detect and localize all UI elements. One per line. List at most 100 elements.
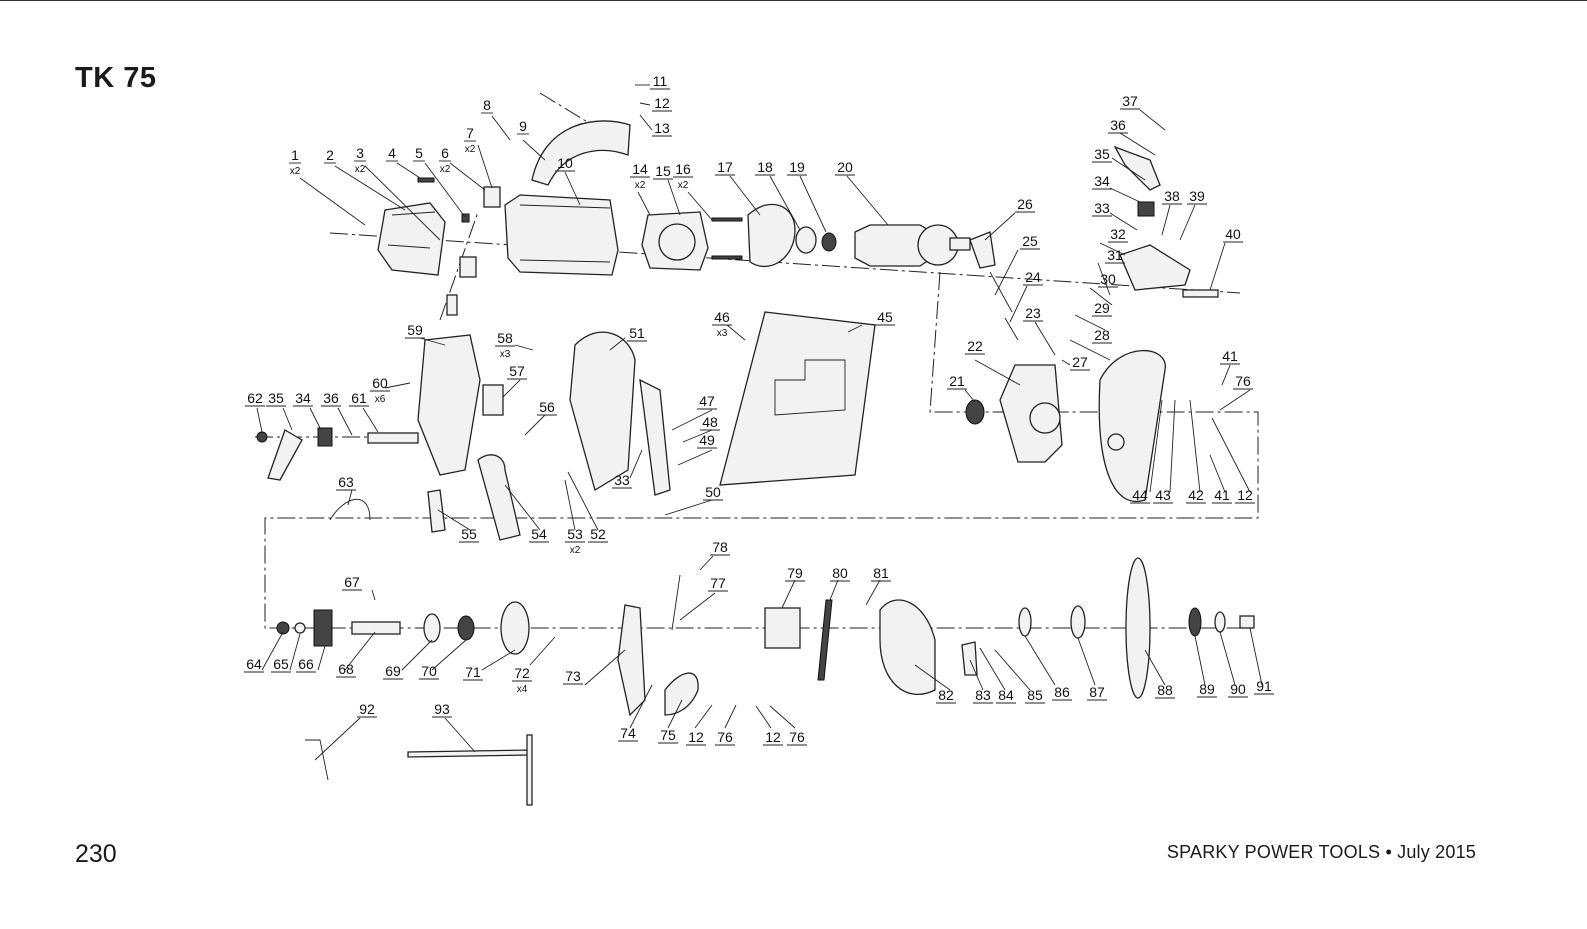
part-quantity-label: x2 <box>678 180 689 191</box>
part-number-label: 93 <box>434 701 450 717</box>
part-number-label: 56 <box>539 399 555 415</box>
part-number-label: 24 <box>1025 269 1041 285</box>
part-number-label: 73 <box>565 668 581 684</box>
part-number-label: 71 <box>465 664 481 680</box>
part-number-label: 16 <box>675 161 691 177</box>
part-number-label: 4 <box>388 145 396 161</box>
top-rule <box>0 0 1587 1</box>
part-number-label: 25 <box>1022 233 1038 249</box>
part-number-label: 22 <box>967 338 983 354</box>
part-number-label: 41 <box>1214 487 1230 503</box>
part-number-label: 34 <box>295 390 311 406</box>
part-number-label: 62 <box>247 390 263 406</box>
footer-brand: SPARKY POWER TOOLS • July 2015 <box>1166 842 1476 862</box>
part-number-label: 66 <box>298 656 314 672</box>
part-number-label: 64 <box>246 656 262 672</box>
part-number-label: 42 <box>1188 487 1204 503</box>
part-number-label: 76 <box>1235 373 1251 389</box>
part-number-label: 44 <box>1132 487 1148 503</box>
part-number-label: 81 <box>873 565 889 581</box>
part-number-label: 76 <box>717 729 733 745</box>
part-number-label: 63 <box>338 474 354 490</box>
part-number-label: 39 <box>1189 188 1205 204</box>
part-number-label: 35 <box>1094 146 1110 162</box>
part-number-label: 38 <box>1164 188 1180 204</box>
part-number-label: 86 <box>1054 684 1070 700</box>
part-number-label: 46 <box>714 309 730 325</box>
part-number-label: 14 <box>632 161 648 177</box>
part-number-label: 8 <box>483 97 491 113</box>
part-quantity-label: x2 <box>635 180 646 191</box>
part-number-label: 32 <box>1110 226 1126 242</box>
part-number-label: 29 <box>1094 300 1110 316</box>
part-number-label: 6 <box>441 145 449 161</box>
part-number-label: 75 <box>660 727 676 743</box>
part-number-label: 76 <box>789 729 805 745</box>
part-number-label: 36 <box>1110 117 1126 133</box>
part-number-label: 3 <box>356 145 364 161</box>
part-number-label: 87 <box>1089 684 1105 700</box>
part-number-label: 57 <box>509 363 525 379</box>
part-number-label: 23 <box>1025 305 1041 321</box>
part-number-label: 30 <box>1100 271 1116 287</box>
part-number-label: 5 <box>415 145 423 161</box>
part-number-label: 7 <box>466 125 474 141</box>
part-number-label: 12 <box>765 729 781 745</box>
part-number-label: 1 <box>291 147 299 163</box>
part-quantity-label: x2 <box>465 144 476 155</box>
part-number-label: 54 <box>531 526 547 542</box>
part-number-label: 61 <box>351 390 367 406</box>
part-number-label: 72 <box>514 665 530 681</box>
part-number-label: 12 <box>654 95 670 111</box>
part-number-label: 11 <box>653 73 668 89</box>
part-quantity-label: x2 <box>570 545 581 556</box>
part-number-label: 2 <box>326 147 334 163</box>
part-number-label: 51 <box>629 325 645 341</box>
part-number-label: 34 <box>1094 173 1110 189</box>
part-number-label: 40 <box>1225 226 1241 242</box>
model-title: TK 75 <box>75 62 157 94</box>
part-number-label: 27 <box>1072 354 1088 370</box>
part-number-label: 55 <box>461 526 477 542</box>
part-number-label: 10 <box>557 155 573 171</box>
part-number-label: 49 <box>699 432 715 448</box>
part-number-label: 65 <box>273 656 289 672</box>
part-number-label: 52 <box>590 526 606 542</box>
part-number-label: 12 <box>1237 487 1253 503</box>
part-number-label: 67 <box>344 574 360 590</box>
part-number-label: 74 <box>620 725 636 741</box>
part-number-label: 85 <box>1027 687 1043 703</box>
part-number-label: 59 <box>407 322 423 338</box>
assembly-axes <box>255 92 1259 629</box>
part-number-label: 58 <box>497 330 513 346</box>
part-number-label: 82 <box>938 687 954 703</box>
part-number-label: 91 <box>1256 678 1272 694</box>
part-number-label: 79 <box>787 565 803 581</box>
part-number-label: 33 <box>614 472 630 488</box>
part-number-label: 50 <box>705 484 721 500</box>
part-drawings <box>256 120 1255 806</box>
part-number-label: 88 <box>1157 682 1173 698</box>
part-quantity-label: x3 <box>500 349 511 360</box>
part-number-label: 19 <box>789 159 805 175</box>
part-number-label: 69 <box>385 663 401 679</box>
part-number-label: 48 <box>702 414 718 430</box>
part-number-label: 21 <box>949 373 965 389</box>
part-number-label: 41 <box>1222 348 1238 364</box>
part-number-label: 90 <box>1230 681 1246 697</box>
part-number-label: 12 <box>688 729 704 745</box>
part-number-label: 36 <box>323 390 339 406</box>
part-number-label: 28 <box>1094 327 1110 343</box>
page-number: 230 <box>75 840 117 868</box>
part-quantity-label: x2 <box>355 164 366 175</box>
part-quantity-label: x6 <box>375 394 386 405</box>
part-number-label: 77 <box>710 575 726 591</box>
part-quantity-label: x4 <box>517 684 528 695</box>
part-number-label: 9 <box>519 118 527 134</box>
part-number-label: 15 <box>655 163 671 179</box>
part-number-label: 92 <box>359 701 375 717</box>
part-number-label: 70 <box>421 663 437 679</box>
part-number-label: 80 <box>832 565 848 581</box>
